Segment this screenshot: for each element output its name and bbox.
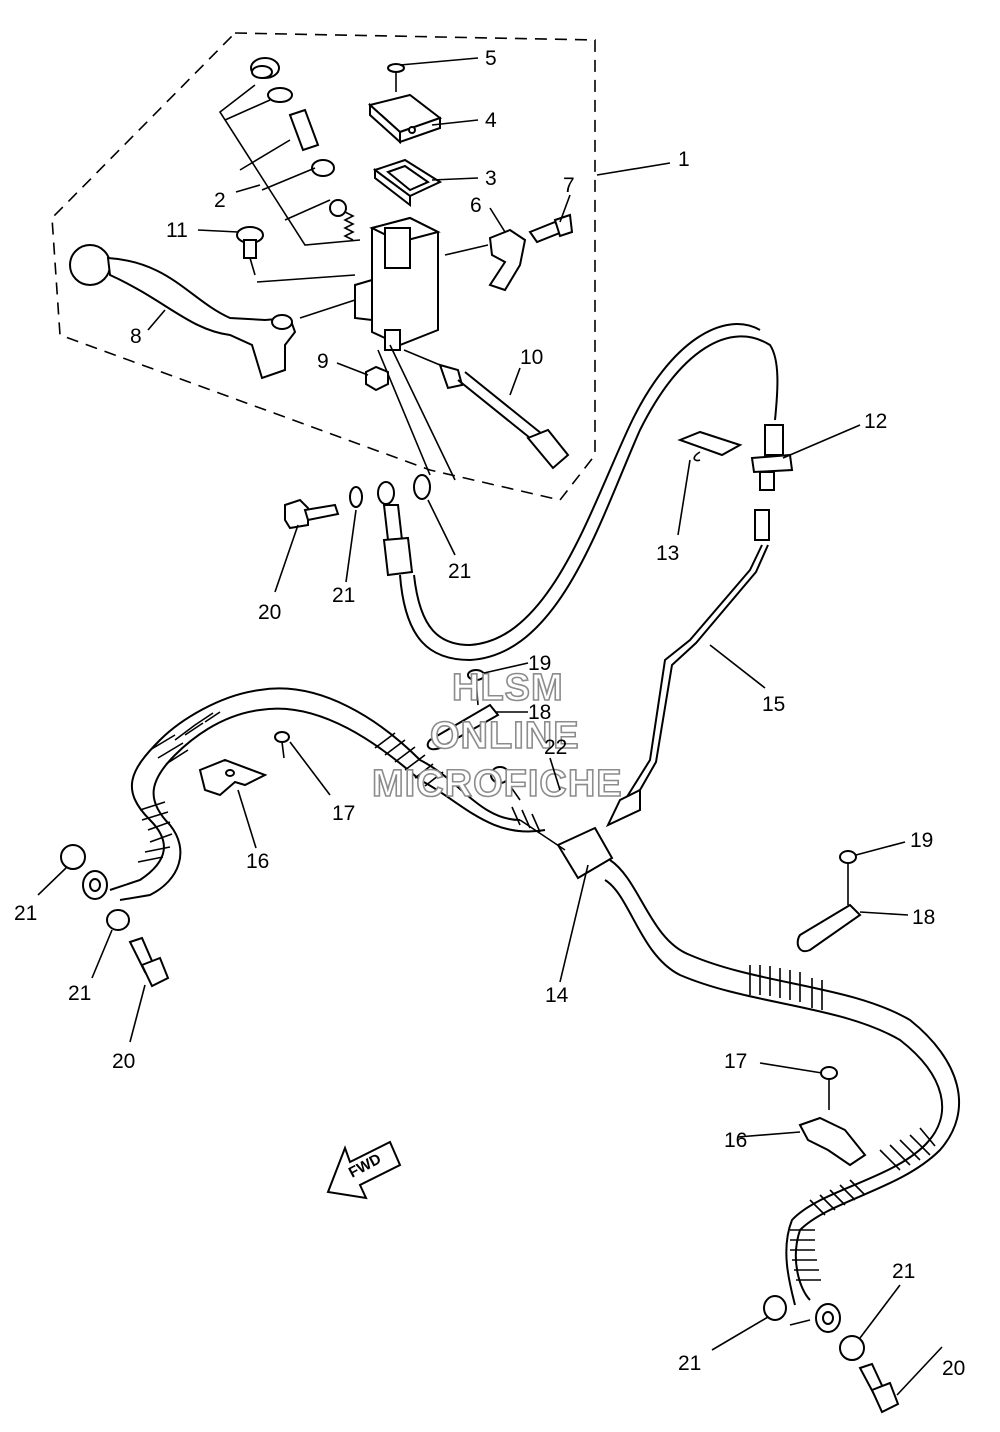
watermark-line1: HLSM (452, 667, 564, 709)
banjo-right (815, 1303, 841, 1333)
lever-nut (365, 365, 389, 392)
callout-9: 9 (317, 350, 329, 373)
callout-1: 1 (678, 148, 690, 171)
callout-7: 7 (563, 174, 575, 197)
callout-21a: 21 (332, 584, 355, 607)
clip-bolt-19b (839, 850, 857, 905)
watermark: HLSM ONLINE MICROFICHE (371, 666, 623, 806)
callout-12: 12 (864, 410, 887, 433)
assembly-boundary (51, 32, 596, 501)
holder-bolt (528, 213, 574, 244)
callout-16b: 16 (724, 1129, 747, 1152)
joint-bolt-22 (490, 766, 521, 801)
callout-18a: 18 (528, 701, 551, 724)
brake-hose-upper (399, 335, 779, 662)
reservoir-cap (367, 93, 443, 145)
callout-14: 14 (545, 984, 569, 1007)
cap-screw (387, 63, 405, 92)
callout-labels: 1 2 3 4 5 6 7 8 9 10 11 12 13 14 15 16 1… (14, 47, 965, 1380)
callout-11: 11 (166, 219, 188, 242)
washer-right-b (839, 1335, 865, 1361)
callout-17a: 17 (332, 802, 355, 825)
callout-21c: 21 (14, 902, 37, 925)
hose-clamp-16b (798, 1116, 867, 1167)
clip-bolt-19a (467, 669, 485, 706)
callout-18b: 18 (912, 906, 935, 929)
callout-20a: 20 (258, 601, 281, 624)
callout-6: 6 (470, 194, 482, 217)
bracket-holder (488, 228, 527, 292)
callout-19a: 19 (528, 652, 551, 675)
callout-20c: 20 (942, 1357, 965, 1380)
hose-clamp-16a (198, 758, 268, 797)
callout-17b: 17 (724, 1050, 747, 1073)
washer-left-a (60, 844, 86, 870)
washer-top-b (413, 474, 431, 500)
pivot-bolt (236, 226, 264, 276)
watermark-line2: ONLINE (430, 715, 580, 757)
brake-switch (403, 349, 570, 470)
brake-hose-left (109, 687, 521, 891)
callout-8: 8 (130, 325, 142, 348)
callout-21d: 21 (68, 982, 91, 1005)
callout-16a: 16 (246, 850, 269, 873)
callout-15: 15 (762, 693, 785, 716)
piston-kit (250, 57, 355, 241)
fwd-arrow: FWD (326, 1140, 402, 1200)
callout-4: 4 (485, 109, 497, 132)
clamp-bolt-17a (274, 731, 290, 759)
diaphragm (372, 158, 443, 208)
callout-13: 13 (656, 542, 679, 565)
brake-hose-right (609, 859, 961, 1301)
callout-20b: 20 (112, 1050, 135, 1073)
brake-lever (69, 244, 297, 380)
washer-left-b (106, 909, 130, 931)
banjo-top (377, 481, 414, 577)
callout-21f: 21 (892, 1260, 915, 1283)
hose-clip-13 (677, 430, 743, 462)
hose-clip-18b (796, 903, 862, 953)
master-cylinder (354, 216, 441, 351)
watermark-line3: MICROFICHE (372, 763, 623, 805)
three-way-joint (519, 819, 614, 880)
washer-right-a (763, 1295, 787, 1321)
hose-clip-18a (426, 703, 500, 751)
callout-2: 2 (214, 189, 226, 212)
banjo-bolt-top (284, 498, 340, 530)
banjo-left (82, 870, 108, 900)
brake-pipe (605, 509, 770, 828)
hose-bellows-right (749, 965, 936, 1281)
callout-19b: 19 (910, 829, 933, 852)
callout-21e: 21 (678, 1352, 701, 1375)
joint-fitting (750, 424, 794, 491)
clamp-bolt-17b (820, 1066, 838, 1110)
callout-10: 10 (520, 346, 543, 369)
kit-bracket (218, 84, 361, 246)
banjo-bolt-right (858, 1362, 900, 1414)
callout-21b: 21 (448, 560, 471, 583)
washer-top-a (349, 486, 363, 508)
callout-5: 5 (485, 47, 497, 70)
callout-22: 22 (544, 736, 567, 759)
hose-bellows-left (137, 711, 541, 863)
callout-3: 3 (485, 167, 497, 190)
banjo-bolt-left (128, 936, 170, 988)
leader-lines (37, 57, 943, 1396)
